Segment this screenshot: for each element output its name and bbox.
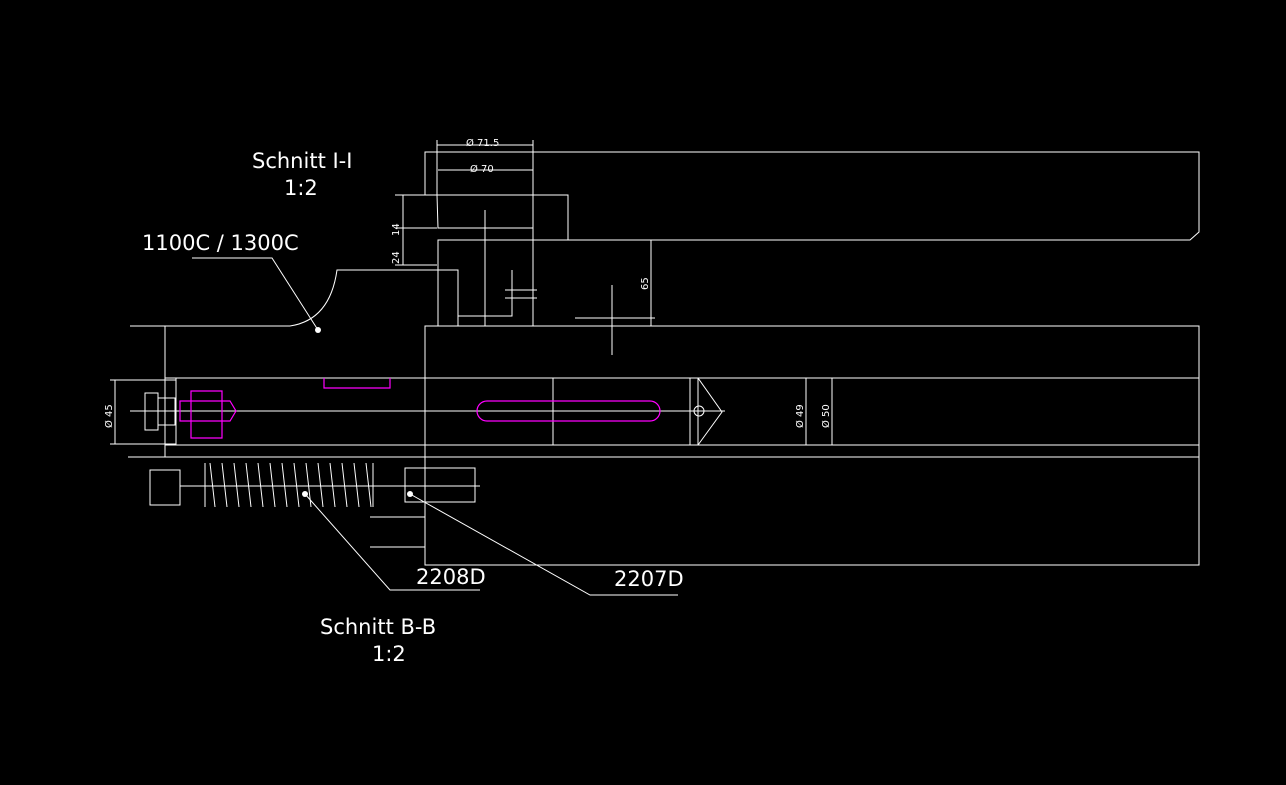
lower-housing [424, 325, 1200, 566]
dim-14: 14 [391, 223, 402, 236]
spring [149, 462, 480, 548]
hex-bolt [144, 392, 176, 431]
section-b-title: Schnitt B-B [320, 615, 436, 639]
dim-d70: Ø 70 [470, 163, 494, 175]
dim-65: 65 [640, 277, 651, 290]
hidden-key [323, 378, 391, 389]
section-i-scale: 1:2 [284, 176, 318, 200]
dim-d45: Ø 45 [103, 404, 115, 428]
bushing-body [436, 194, 569, 241]
dim-d715: Ø 71.5 [466, 137, 499, 149]
upper-housing [532, 151, 1200, 241]
dim-24: 24 [391, 251, 402, 264]
section-b-scale: 1:2 [372, 642, 406, 666]
section-i-title: Schnitt I-I [252, 149, 352, 173]
flange-part-1100c [164, 269, 459, 379]
hidden-screw [179, 390, 237, 439]
dim-d49: Ø 49 [794, 404, 806, 428]
hidden-slot [476, 400, 661, 422]
dim-d50: Ø 50 [820, 404, 832, 428]
part-ref-1100c: 1100C / 1300C [142, 231, 299, 255]
part-ref-2208d: 2208D [416, 565, 486, 589]
part-ref-2207d: 2207D [614, 567, 684, 591]
